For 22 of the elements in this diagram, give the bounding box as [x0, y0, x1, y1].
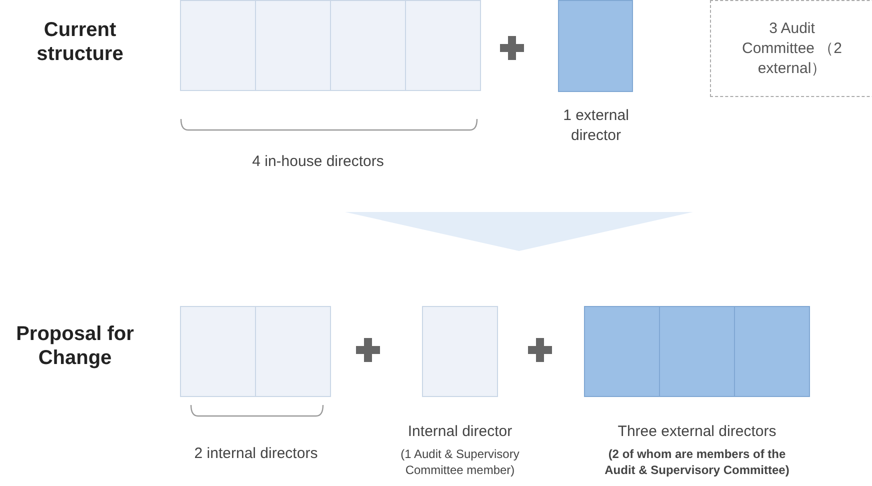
director-box — [255, 0, 331, 91]
row-heading: Proposal for Change — [15, 322, 135, 370]
director-box — [734, 306, 810, 397]
caption: Internal director — [406, 422, 514, 442]
director-box — [330, 0, 406, 91]
committee-box — [710, 0, 872, 97]
caption: 4 in-house directors — [251, 152, 385, 172]
director-box — [255, 306, 331, 397]
caption: 1 external director — [562, 106, 630, 146]
director-box — [659, 306, 735, 397]
caption: (2 of whom are members of the Audit & Supervisory Committee) — [604, 446, 790, 478]
director-box — [180, 0, 256, 91]
director-box — [558, 0, 633, 92]
caption: Three external directors — [616, 422, 778, 442]
director-box — [180, 306, 256, 397]
caption: (1 Audit & Supervisory Committee member) — [400, 446, 520, 478]
director-box — [405, 0, 481, 91]
director-box — [584, 306, 660, 397]
committee-text: 3 Audit Committee （2 external） — [740, 18, 844, 78]
row-heading: Current structure — [36, 18, 124, 66]
caption: 2 internal directors — [193, 444, 319, 464]
director-box — [422, 306, 498, 397]
